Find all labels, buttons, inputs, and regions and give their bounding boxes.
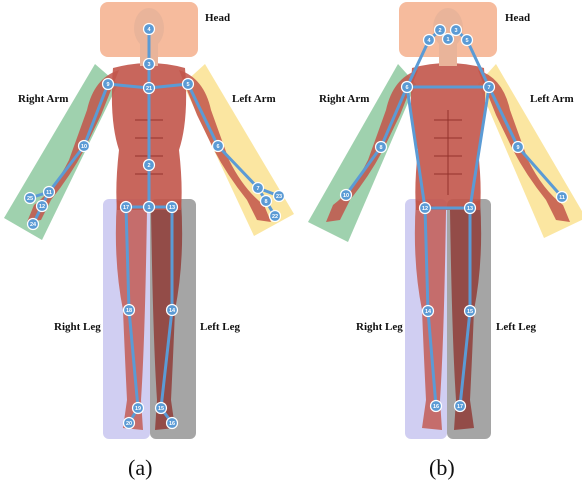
label-right-arm-a: Right Arm — [18, 93, 68, 105]
joint-label-20: 20 — [126, 421, 132, 427]
joint-label-2: 2 — [147, 163, 150, 169]
joint-label-15: 15 — [467, 309, 473, 315]
joint-label-6: 6 — [405, 85, 408, 91]
joint-label-9: 9 — [106, 82, 109, 88]
joint-label-3: 3 — [147, 62, 150, 68]
label-right-arm-b: Right Arm — [319, 93, 369, 105]
joint-label-11: 11 — [46, 190, 52, 196]
joint-label-22: 22 — [272, 214, 278, 220]
joint-label-16: 16 — [433, 404, 439, 410]
joint-label-17: 17 — [123, 205, 129, 211]
joint-label-2: 2 — [438, 28, 441, 34]
label-left-arm-b: Left Arm — [530, 93, 574, 105]
joint-label-16: 16 — [169, 421, 175, 427]
joint-label-11: 11 — [559, 195, 565, 201]
joint-label-13: 13 — [467, 206, 473, 212]
joint-label-8: 8 — [264, 199, 267, 205]
joint-label-24: 24 — [30, 222, 37, 228]
joint-label-1: 1 — [446, 37, 449, 43]
joint-label-23: 23 — [276, 194, 282, 200]
joint-label-12: 12 — [39, 204, 45, 210]
joint-label-9: 9 — [516, 145, 519, 151]
joint-label-5: 5 — [186, 82, 189, 88]
joint-label-14: 14 — [425, 309, 432, 315]
label-left-arm-a: Left Arm — [232, 93, 276, 105]
caption-b: (b) — [429, 455, 455, 481]
joint-label-25: 25 — [27, 196, 33, 202]
label-left-leg-a: Left Leg — [200, 321, 240, 333]
joint-label-21: 21 — [146, 86, 152, 92]
label-head-b: Head — [505, 12, 530, 24]
joint-label-17: 17 — [457, 404, 463, 410]
joint-label-19: 19 — [135, 406, 141, 412]
joint-label-13: 13 — [169, 205, 175, 211]
label-left-leg-b: Left Leg — [496, 321, 536, 333]
label-head-a: Head — [205, 12, 230, 24]
joint-label-6: 6 — [216, 144, 219, 150]
caption-a: (a) — [128, 455, 152, 481]
joint-label-18: 18 — [126, 308, 132, 314]
joint-label-14: 14 — [169, 308, 176, 314]
joint-label-7: 7 — [256, 186, 259, 192]
joint-label-15: 15 — [158, 406, 164, 412]
label-right-leg-a: Right Leg — [54, 321, 101, 333]
label-right-leg-b: Right Leg — [356, 321, 403, 333]
joint-label-8: 8 — [379, 145, 382, 151]
joint-label-5: 5 — [465, 38, 468, 44]
joint-label-10: 10 — [81, 144, 87, 150]
joint-label-3: 3 — [454, 28, 457, 34]
joint-label-10: 10 — [343, 193, 349, 199]
joint-label-12: 12 — [422, 206, 428, 212]
joint-label-1: 1 — [147, 205, 150, 211]
joint-label-7: 7 — [487, 85, 490, 91]
